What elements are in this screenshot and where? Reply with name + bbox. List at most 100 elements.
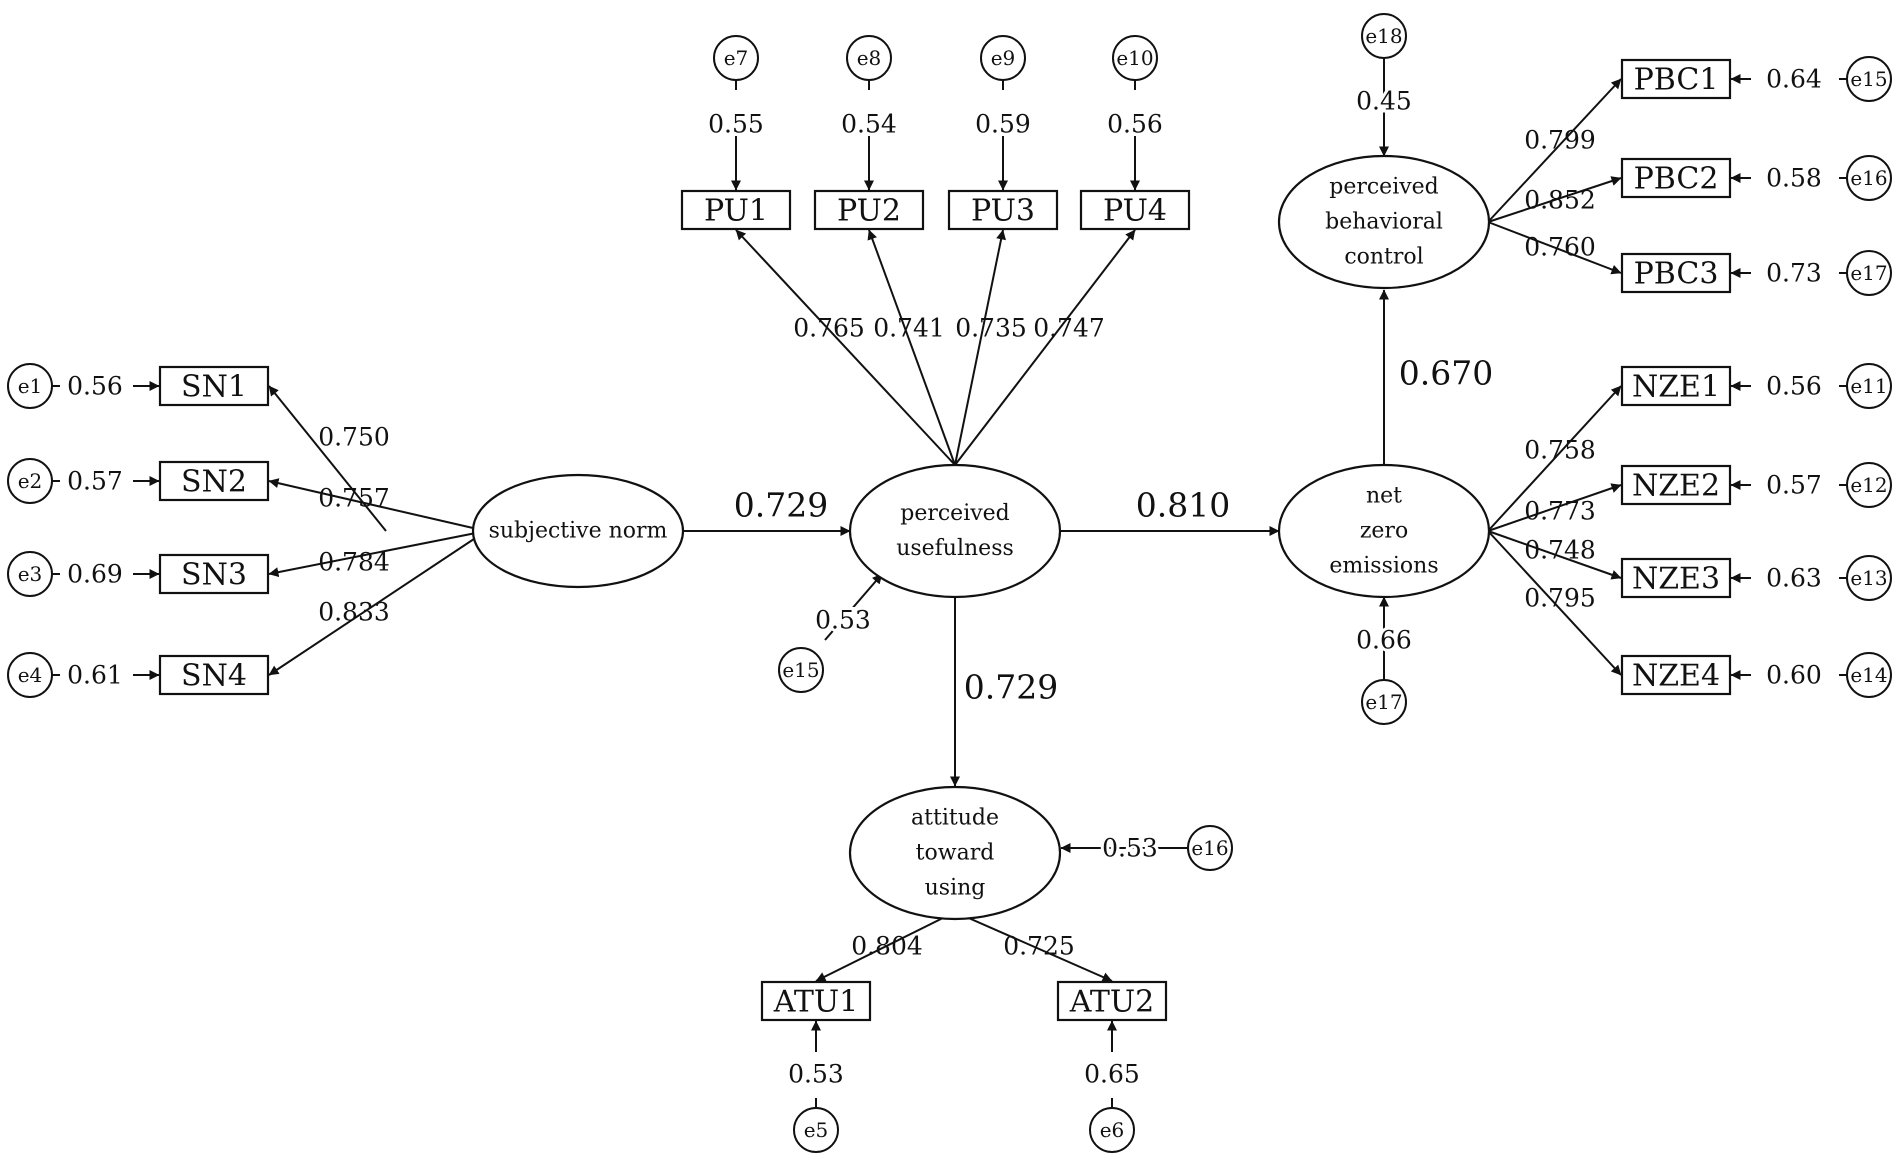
error-value-sn1: 0.56	[67, 372, 123, 401]
loading-arrow-nze3	[1487, 530, 1622, 580]
loading-value-nze2: 0.773	[1524, 497, 1596, 526]
error-value-pu1: 0.55	[708, 110, 764, 139]
latent-label-nze: emissions	[1329, 554, 1438, 579]
loading-value-sn1: 0.750	[318, 423, 390, 452]
disturbance-value-pbc: 0.45	[1356, 87, 1412, 116]
edges-layer	[52, 58, 1847, 1108]
loading-value-nze3: 0.748	[1524, 536, 1596, 565]
error-e5-for-atu1	[793, 1107, 839, 1153]
error-label-e2-for-sn2: e2	[18, 469, 43, 493]
latent-sn	[471, 473, 685, 589]
indicator-nze1	[1620, 365, 1732, 407]
error-e8-for-pu2	[846, 35, 892, 81]
error-e7-for-pu1	[713, 35, 759, 81]
disturbance-label-pu: e15	[782, 658, 819, 682]
error-e9-for-pu3	[980, 35, 1026, 81]
latent-label-atu: attitude	[911, 806, 999, 831]
error-e15-for-pbc1	[1846, 56, 1892, 102]
error-e11-for-nze1	[1846, 363, 1892, 409]
error-e14-for-nze4	[1846, 652, 1892, 698]
loading-arrow-pu2	[867, 229, 956, 466]
error-label-e11-for-nze1: e11	[1850, 374, 1887, 398]
error-e3-for-sn3	[7, 551, 53, 597]
disturbance-e18-for-pbc	[1361, 13, 1407, 59]
indicator-label-atu2: ATU2	[1069, 985, 1154, 1020]
error-e12-for-nze2	[1846, 462, 1892, 508]
error-value-nze3: 0.63	[1766, 564, 1822, 593]
loading-value-nze4: 0.795	[1524, 584, 1596, 613]
indicator-label-nze3: NZE3	[1632, 562, 1720, 597]
error-e1-for-sn1	[7, 363, 53, 409]
disturbance-value-atu: 0.53	[1102, 834, 1158, 863]
indicator-label-pu3: PU3	[971, 194, 1035, 229]
disturbance-label-pbc: e18	[1365, 24, 1402, 48]
error-value-sn3: 0.69	[67, 560, 123, 589]
loading-arrow-pbc1	[1487, 78, 1622, 223]
error-value-nze1: 0.56	[1766, 372, 1822, 401]
indicator-sn4	[158, 654, 270, 696]
error-value-atu1: 0.53	[788, 1060, 844, 1089]
loading-value-pu1: 0.765	[793, 314, 865, 343]
error-value-pbc1: 0.64	[1766, 65, 1822, 94]
latent-label-pu: perceived	[900, 501, 1010, 526]
indicator-label-nze4: NZE4	[1632, 659, 1720, 694]
loading-arrow-sn3	[268, 530, 487, 578]
loading-arrow-pbc3	[1487, 221, 1622, 275]
disturbance-arrow-pu	[824, 573, 883, 641]
indicator-label-pbc1: PBC1	[1634, 63, 1719, 98]
latent-pu	[848, 463, 1062, 599]
indicator-pu2	[813, 189, 925, 231]
error-label-e7-for-pu1: e7	[724, 46, 749, 70]
indicator-label-sn2: SN2	[181, 465, 247, 500]
indicator-pu1	[680, 189, 792, 231]
indicator-label-pu4: PU4	[1103, 194, 1167, 229]
path-coefficient-pu-atu: 0.729	[964, 668, 1058, 707]
disturbance-e17-for-nze	[1361, 679, 1407, 725]
disturbance-value-nze: 0.66	[1356, 626, 1412, 655]
path-coefficient-nze-pbc: 0.670	[1399, 354, 1493, 393]
loading-value-nze1: 0.758	[1524, 436, 1596, 465]
indicator-pu4	[1079, 189, 1191, 231]
indicator-atu1	[760, 980, 872, 1022]
error-label-e1-for-sn1: e1	[18, 374, 43, 398]
error-value-sn4: 0.61	[67, 661, 123, 690]
indicator-label-sn1: SN1	[181, 370, 247, 405]
indicator-label-pbc3: PBC3	[1634, 257, 1719, 292]
error-label-e12-for-nze2: e12	[1850, 473, 1887, 497]
error-e10-for-pu4	[1112, 35, 1158, 81]
loading-value-pu3: 0.735	[955, 314, 1027, 343]
error-value-pbc2: 0.58	[1766, 164, 1822, 193]
loading-arrow-pu1	[735, 229, 956, 466]
indicator-sn1	[158, 365, 270, 407]
error-label-e15-for-pbc1: e15	[1850, 67, 1887, 91]
indicator-label-atu1: ATU1	[773, 985, 858, 1020]
disturbance-label-nze: e17	[1365, 690, 1402, 714]
loading-value-sn3: 0.784	[318, 548, 390, 577]
error-e13-for-nze3	[1846, 555, 1892, 601]
loading-value-sn2: 0.757	[318, 484, 390, 513]
indicator-nze4	[1620, 654, 1732, 696]
error-e16-for-pbc2	[1846, 155, 1892, 201]
error-label-e16-for-pbc2: e16	[1850, 166, 1887, 190]
disturbance-e16-for-atu	[1187, 825, 1233, 871]
error-value-atu2: 0.65	[1084, 1060, 1140, 1089]
loading-value-pbc2: 0.852	[1524, 186, 1596, 215]
loading-value-pu4: 0.747	[1033, 314, 1105, 343]
error-value-sn2: 0.57	[67, 467, 123, 496]
loading-value-pbc3: 0.760	[1524, 233, 1596, 262]
indicator-sn2	[158, 460, 270, 502]
latent-label-nze: zero	[1360, 519, 1408, 544]
loading-arrow-nze2	[1487, 483, 1622, 532]
error-label-e9-for-pu3: e9	[991, 46, 1016, 70]
loading-arrow-sn1	[268, 385, 387, 532]
error-value-pbc3: 0.73	[1766, 259, 1822, 288]
error-value-nze4: 0.60	[1766, 661, 1822, 690]
loading-arrow-sn2	[268, 478, 487, 532]
loading-arrow-pu3	[954, 229, 1006, 466]
loading-arrow-atu1	[815, 911, 956, 982]
error-e6-for-atu2	[1089, 1107, 1135, 1153]
error-label-e13-for-nze3: e13	[1850, 566, 1887, 590]
latent-nze	[1277, 463, 1491, 599]
indicator-label-pbc2: PBC2	[1634, 162, 1719, 197]
indicator-label-pu2: PU2	[837, 194, 901, 229]
